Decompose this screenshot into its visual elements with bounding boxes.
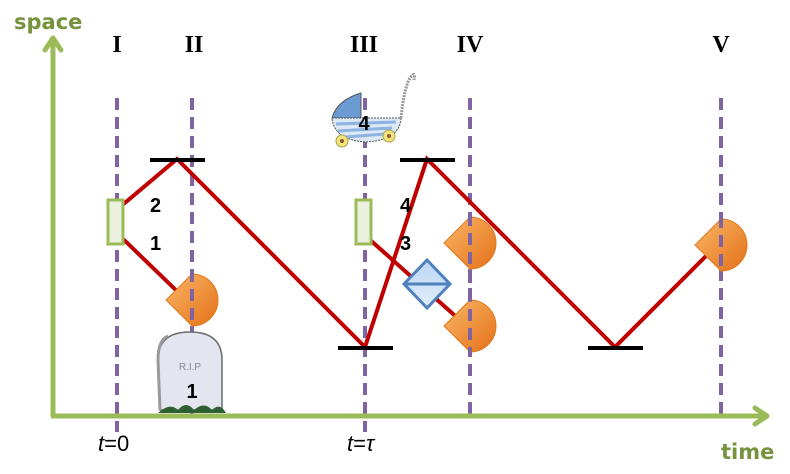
tombstone-icon: R.I.P 1 bbox=[156, 331, 226, 413]
time-label-t0: t=0 bbox=[98, 431, 129, 456]
time-marker-II: II bbox=[185, 32, 204, 58]
time-axis-arrowhead bbox=[752, 405, 770, 427]
stroller-photon-label: 4 bbox=[358, 113, 370, 135]
photon-label-2: 2 bbox=[150, 195, 161, 217]
photon-label-4: 4 bbox=[400, 195, 412, 217]
photon-path-2-and-4 bbox=[118, 155, 712, 351]
time-marker-III: III bbox=[350, 32, 378, 58]
tombstone-photon-label: 1 bbox=[186, 381, 197, 403]
detectors bbox=[165, 216, 748, 353]
photon-path-1 bbox=[118, 234, 184, 298]
baby-stroller-icon: 4 bbox=[331, 73, 416, 148]
axes bbox=[42, 35, 770, 427]
photon-label-1: 1 bbox=[150, 233, 161, 255]
time-slice-overlays bbox=[190, 214, 723, 356]
photon-label-3: 3 bbox=[400, 233, 411, 255]
time-marker-V: V bbox=[712, 32, 730, 58]
photon-source-1 bbox=[106, 198, 125, 246]
space-axis-label: space bbox=[14, 10, 82, 34]
photon-source-2 bbox=[354, 198, 373, 246]
detector-icon-3 bbox=[443, 299, 497, 353]
time-marker-IV: IV bbox=[457, 32, 484, 58]
space-axis-arrowhead bbox=[42, 35, 64, 53]
beam-splitter bbox=[401, 257, 453, 311]
mirrors bbox=[150, 158, 643, 350]
time-label-ttau: t=τ bbox=[347, 431, 376, 456]
time-axis-label: time bbox=[721, 440, 774, 464]
tombstone-text: R.I.P bbox=[179, 362, 202, 373]
time-marker-I: I bbox=[112, 32, 121, 58]
